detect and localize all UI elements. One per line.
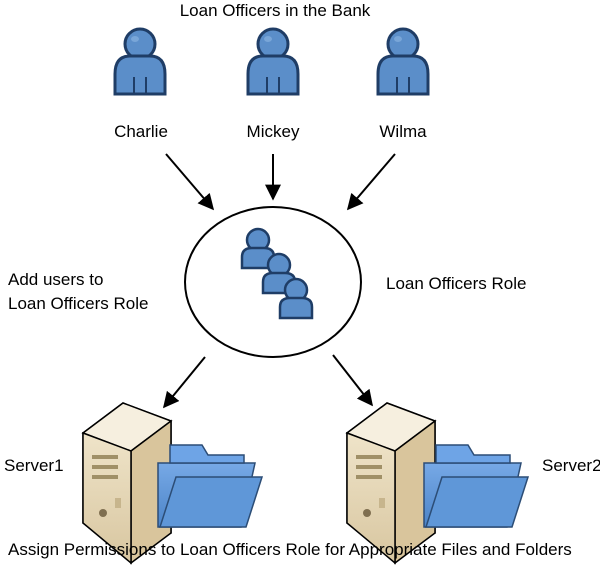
server1-label: Server1 [4, 456, 64, 475]
server2-label: Server2 [542, 456, 600, 475]
loan-officers-group-icon [240, 227, 314, 320]
user-label-mickey: Mickey [246, 122, 300, 141]
server2-icon [345, 402, 437, 565]
role-membership-note-line1: Add users to [8, 270, 104, 289]
folder-left-icon [157, 444, 264, 528]
user-label-wilma: Wilma [379, 122, 427, 141]
user-label-charlie: Charlie [114, 122, 168, 141]
user-wilma-icon [376, 27, 430, 96]
footer-caption: Assign Permissions to Loan Officers Role… [8, 540, 572, 559]
arrow-role-to-server2 [332, 354, 373, 407]
role-label: Loan Officers Role [386, 274, 527, 293]
arrow-charlie-to-role [165, 153, 215, 211]
user-mickey-icon [246, 27, 300, 96]
arrow-wilma-to-role [346, 153, 396, 211]
folder-right-icon [423, 444, 530, 528]
role-membership-note-line2: Loan Officers Role [8, 294, 149, 313]
diagram-title: Loan Officers in the Bank [179, 1, 371, 20]
user-charlie-icon [113, 27, 167, 96]
arrow-role-to-server1 [162, 356, 206, 409]
server1-icon [81, 402, 173, 565]
role-membership-note: Add users to Loan Officers Role [8, 268, 178, 316]
